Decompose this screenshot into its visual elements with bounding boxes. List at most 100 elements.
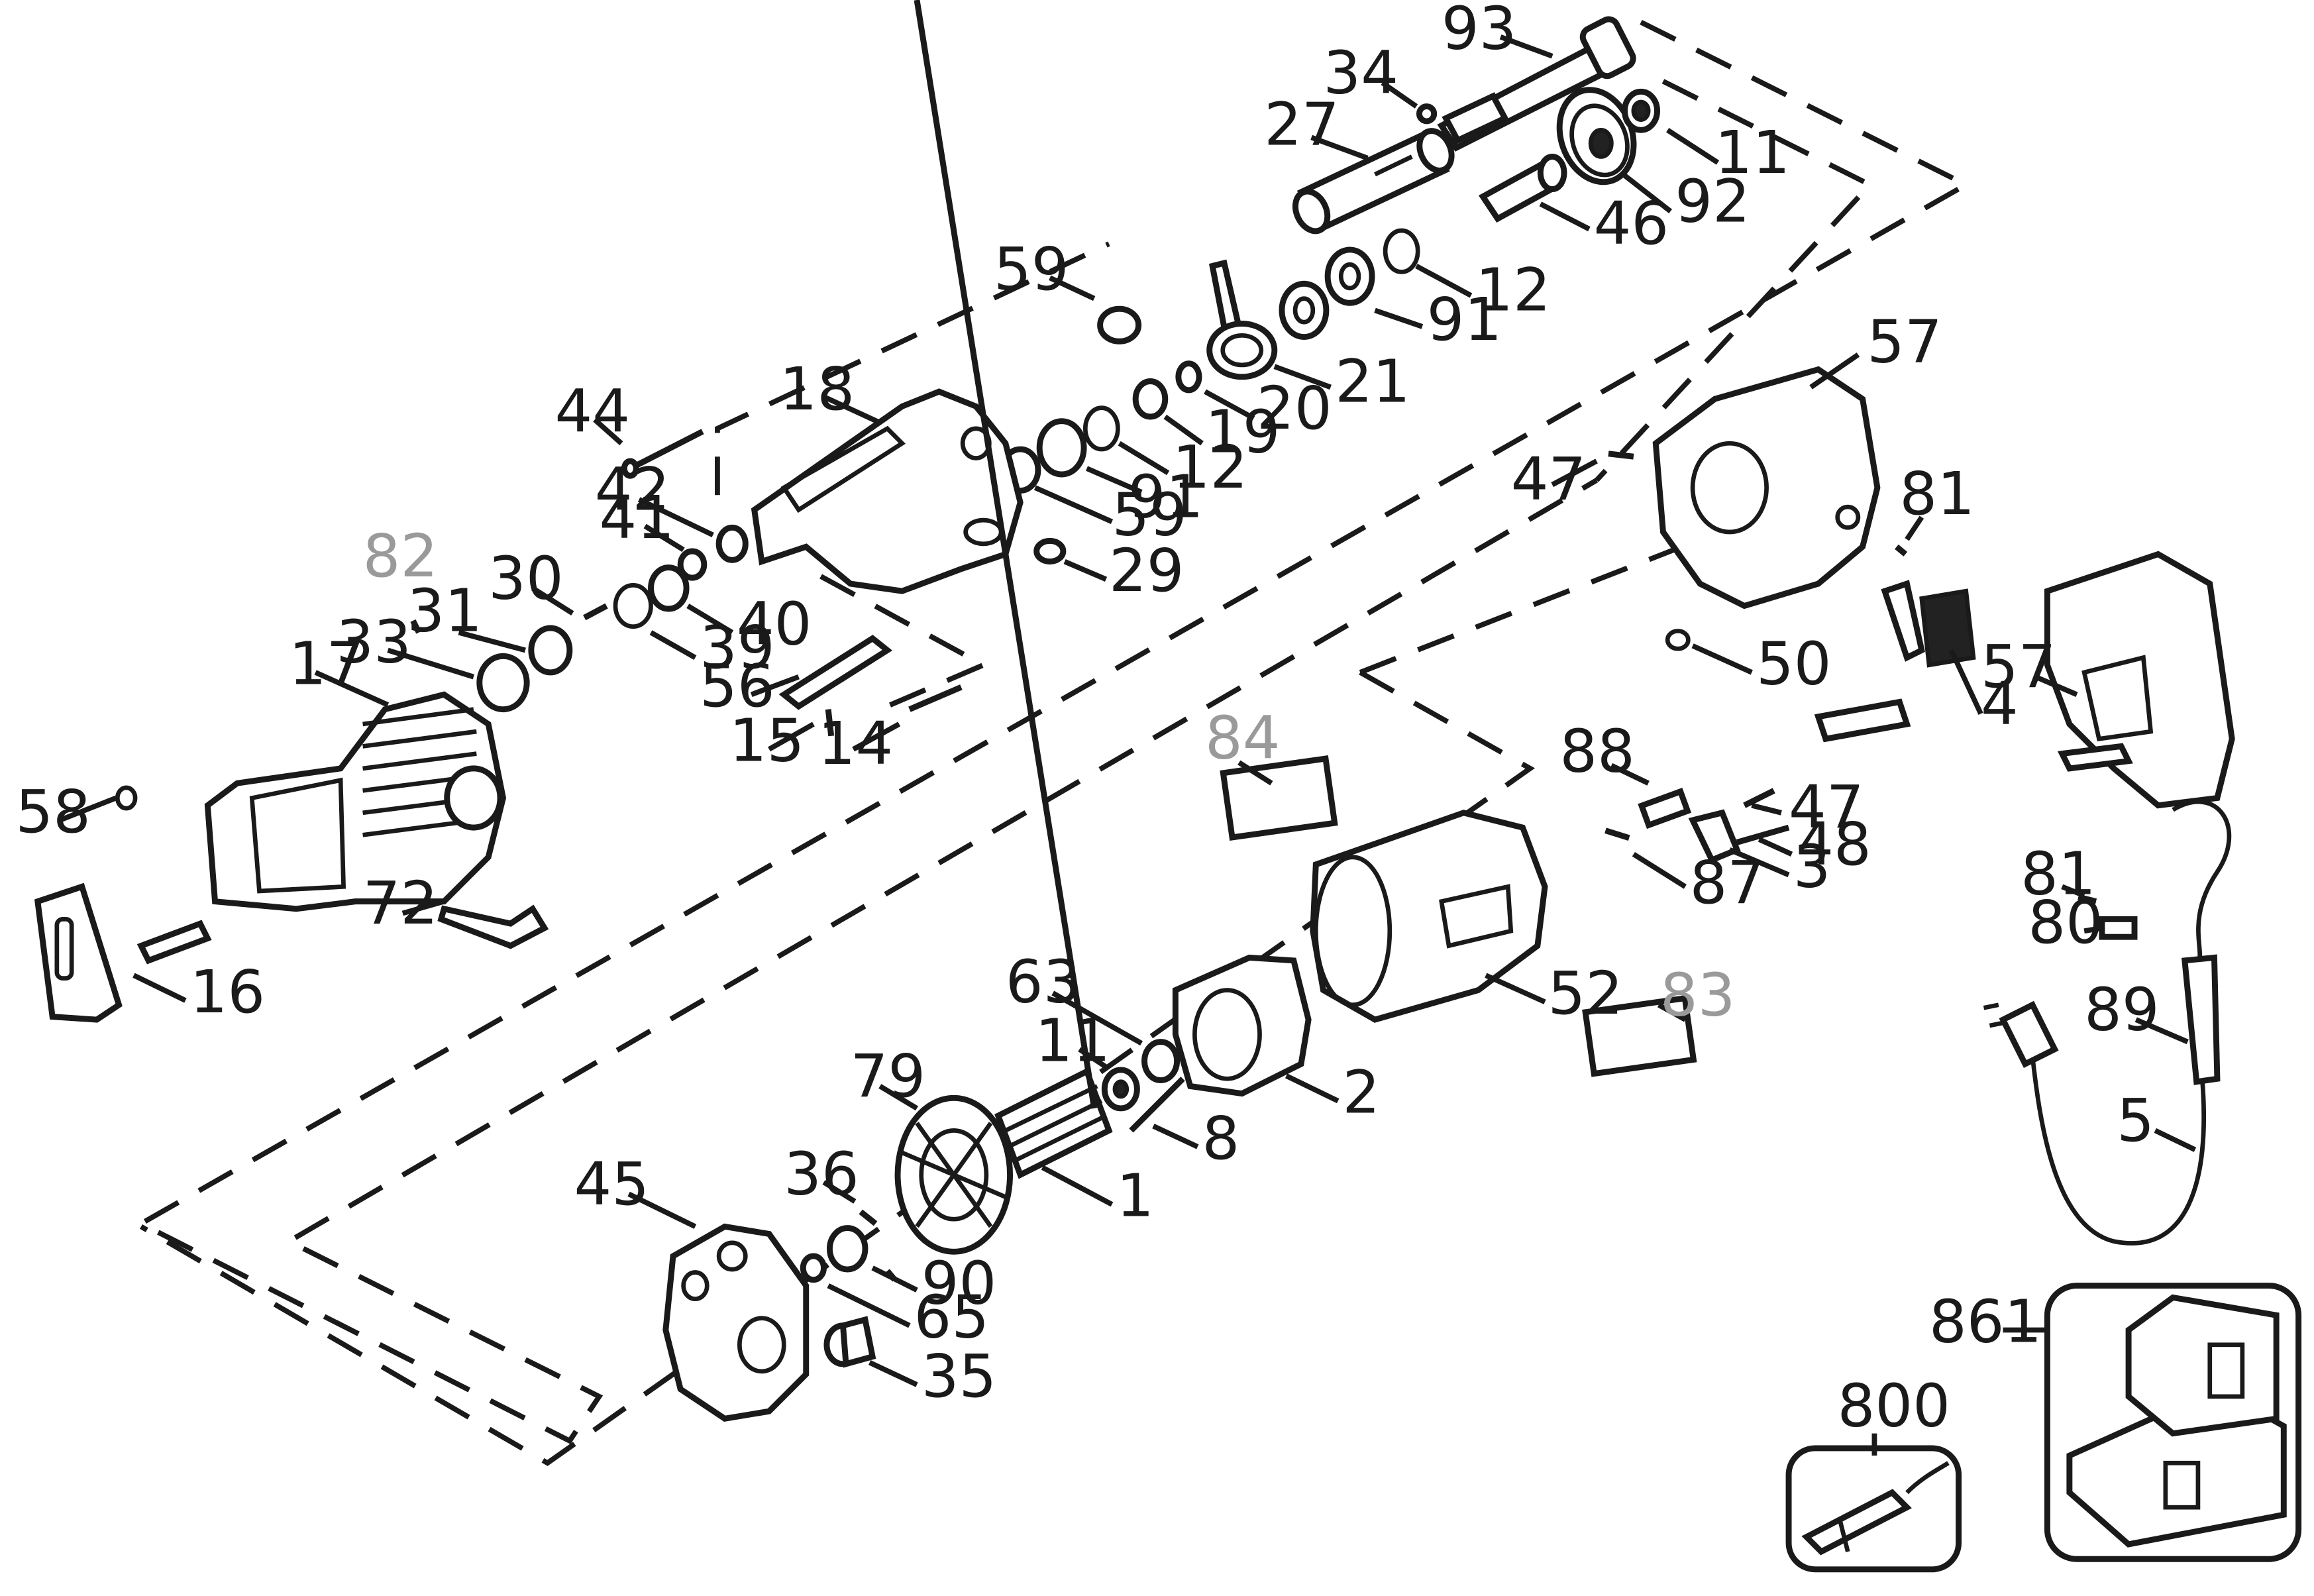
part-label-59: 59 xyxy=(994,235,1069,304)
part-label-2: 2 xyxy=(1342,1059,1380,1128)
spring-39-drawing xyxy=(613,582,653,629)
part-label-63: 63 xyxy=(1006,947,1081,1016)
part-label-3: 3 xyxy=(1793,832,1831,901)
part-label-5: 5 xyxy=(2117,1087,2154,1155)
armature-1-drawing xyxy=(914,0,1113,1179)
screw-36-drawing xyxy=(859,1209,878,1226)
screw-81-top-drawing xyxy=(1895,544,1908,557)
part-label-8: 8 xyxy=(1202,1104,1240,1173)
part-label-41: 41 xyxy=(599,484,674,553)
part-label-47: 47 xyxy=(1511,445,1587,514)
bearing-90-drawing xyxy=(826,1225,868,1273)
handle-half-57-right-drawing xyxy=(2044,551,2235,809)
part-label-30: 30 xyxy=(488,544,564,613)
part-label-58: 58 xyxy=(15,778,91,847)
part-label-12: 12 xyxy=(1173,433,1248,502)
part-label-79: 79 xyxy=(851,1042,926,1111)
part-label-11: 11 xyxy=(1035,1007,1110,1076)
cap-35-drawing xyxy=(823,1316,876,1368)
screws-15-drawing xyxy=(825,709,835,737)
part-label-72: 72 xyxy=(363,869,439,938)
washer-41-drawing xyxy=(677,548,708,581)
part-label-48: 48 xyxy=(1796,810,1871,879)
spindle-drawing xyxy=(1478,153,1567,223)
blade-clamp-16-drawing xyxy=(34,882,212,1023)
bushing-29-drawing xyxy=(1033,537,1067,565)
clamp-80-drawing xyxy=(2099,916,2138,940)
part-label-861: 861 xyxy=(1929,1287,2042,1356)
inset-861-case-drawing xyxy=(2044,1283,2302,1562)
nut-19-drawing xyxy=(1132,378,1169,420)
clip-58-drawing xyxy=(115,785,138,811)
screw-44-drawing xyxy=(621,429,704,479)
part-label-27: 27 xyxy=(1264,91,1340,160)
switch-4-drawing xyxy=(1814,580,1976,743)
ring-42-drawing xyxy=(715,524,749,563)
part-label-19: 19 xyxy=(1205,398,1281,467)
fan-79-drawing xyxy=(894,1094,1014,1255)
plunger-shaft-drawing xyxy=(1437,16,1636,152)
leader-lines xyxy=(58,34,2197,1456)
pin-drawing xyxy=(1416,103,1438,125)
front-housing-drawing xyxy=(204,691,507,912)
part-label-20: 20 xyxy=(1257,374,1332,443)
part-label-36: 36 xyxy=(784,1140,859,1208)
label-84-drawing xyxy=(1220,755,1338,841)
bearing-63-drawing xyxy=(1141,1039,1181,1083)
gearcase-boundary xyxy=(135,19,1972,1444)
label-83-drawing xyxy=(1582,994,1697,1077)
retaining-ring-top-drawing xyxy=(1383,228,1420,274)
part-label-57: 57 xyxy=(1981,633,2056,702)
sleeve-33-drawing xyxy=(476,653,530,713)
pin-82-drawing xyxy=(410,619,422,634)
part-label-16: 16 xyxy=(190,958,266,1027)
brush-spring-87-drawing xyxy=(1604,827,1630,841)
part-label-93: 93 xyxy=(1442,0,1517,64)
part-label-56: 56 xyxy=(700,652,775,721)
bearing-top-drawing xyxy=(1622,88,1661,133)
part-label-87: 87 xyxy=(1690,849,1765,918)
lever-72-drawing xyxy=(437,904,549,949)
blade-clamp-boundary xyxy=(819,574,990,712)
brush-holder-3-drawing xyxy=(1688,809,1741,864)
part-labels: 93 34 27 11 92 46 12 59 91 21 20 19 12 1… xyxy=(15,0,2159,1440)
bearings-91-drawing xyxy=(1279,246,1375,341)
switch-boundary xyxy=(1359,485,1834,675)
part-label-14: 14 xyxy=(818,710,894,778)
part-label-59: 59 xyxy=(1112,480,1187,549)
collar-31-drawing xyxy=(528,625,573,676)
washer-40-drawing xyxy=(648,564,690,612)
part-label-50: 50 xyxy=(1756,630,1832,699)
part-label-11: 11 xyxy=(1715,119,1791,187)
part-label-89: 89 xyxy=(2084,976,2160,1045)
part-label-84: 84 xyxy=(1205,704,1281,772)
screw-47-lower-drawing xyxy=(1743,788,1775,808)
part-label-44: 44 xyxy=(555,377,631,446)
part-label-47: 47 xyxy=(1789,773,1864,842)
washer-20-drawing xyxy=(1175,360,1202,394)
part-label-82: 82 xyxy=(363,522,439,591)
part-label-42: 42 xyxy=(595,456,670,525)
part-label-45: 45 xyxy=(574,1150,650,1219)
washer-65-drawing xyxy=(800,1253,827,1283)
motor-housing-boundary xyxy=(140,670,1535,1466)
part-label-83: 83 xyxy=(1660,961,1736,1030)
part-label-31: 31 xyxy=(407,576,482,645)
part-label-81: 81 xyxy=(1899,460,1975,529)
part-label-65: 65 xyxy=(914,1283,990,1352)
assembly-boundaries xyxy=(135,19,1972,1466)
part-label-800: 800 xyxy=(1838,1371,1950,1440)
part-label-90: 90 xyxy=(921,1249,997,1318)
part-label-15: 15 xyxy=(729,707,805,776)
part-label-52: 52 xyxy=(1548,959,1623,1028)
part-label-17: 17 xyxy=(289,630,364,699)
part-label-33: 33 xyxy=(336,608,411,676)
power-cord-drawing xyxy=(1983,800,2232,1246)
washer-59-top-drawing xyxy=(1097,305,1142,345)
wobble-plate-drawing xyxy=(1206,259,1278,380)
end-cap-45-drawing xyxy=(662,1223,810,1422)
sleeve-drawing xyxy=(1292,128,1455,235)
bearing-91-lower-drawing xyxy=(1036,418,1087,478)
retaining-ring-lower-drawing xyxy=(1082,405,1120,452)
